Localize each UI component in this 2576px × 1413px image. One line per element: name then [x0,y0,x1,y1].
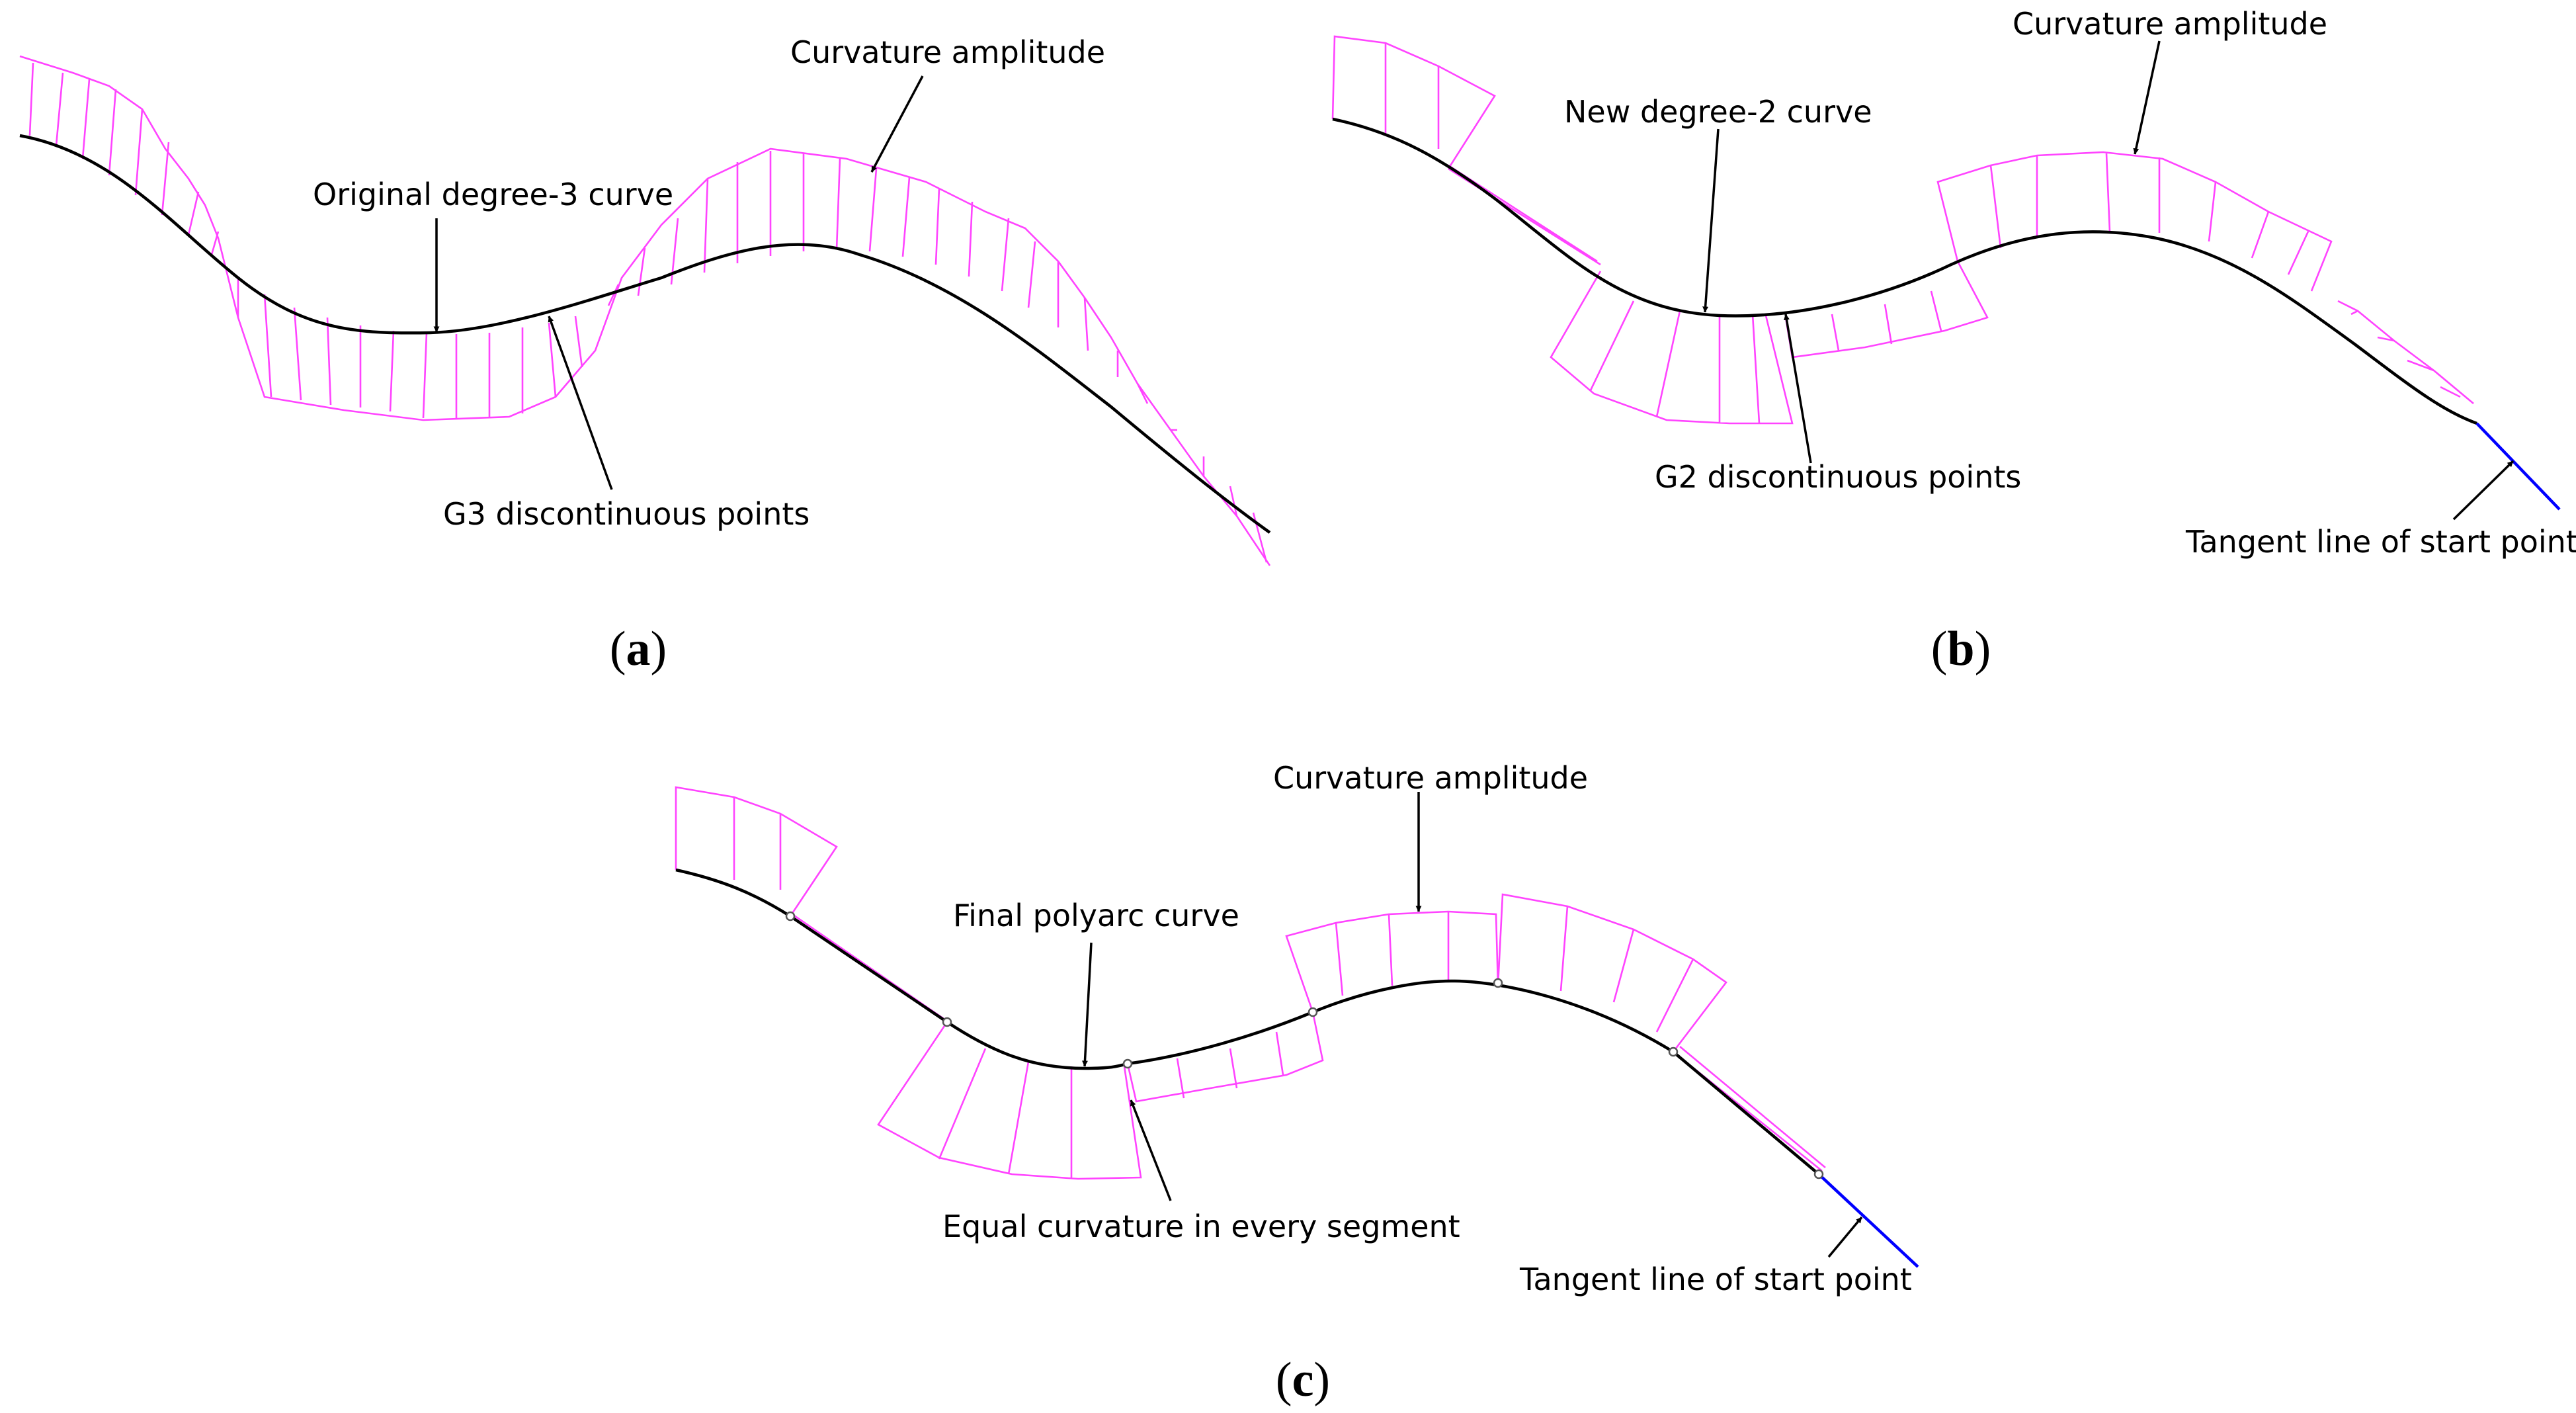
panel-c-label-equal-curvature: Equal curvature in every segment [942,1209,1460,1244]
panel-a-original-curve [19,134,1271,534]
panel-c-joint-3 [1122,1058,1133,1069]
panel-c-label-curvature-amplitude: Curvature amplitude [1273,760,1588,796]
panel-c-caption: (c) [1276,1353,1330,1407]
panel-b-arrow-tangent [2452,460,2514,521]
panel-b-new-curve [1332,117,2477,425]
panel-c-arrow-tangent [1827,1216,1863,1258]
panel-b-caption-letter: b [1947,622,1974,676]
panel-c-comb-segment-7 [1673,1046,1826,1172]
panel-c-tangent-line [1817,1173,1919,1268]
panel-a-caption-letter: a [626,622,651,676]
panel-b-arrow-new-curve [1702,128,1720,313]
panel-b-label-new-curve: New degree-2 curve [1564,94,1872,130]
panel-c-comb-segment-3 [877,1021,1142,1180]
panel-c-label-final-curve: Final polyarc curve [953,898,1239,933]
panel-b-comb-segment-1 [1331,35,1496,169]
panel-b-tangent-line [2475,422,2561,511]
panel-a-comb-envelope [19,55,1271,566]
panel-c-final-polyarc-curve [675,868,1820,1176]
panel-c-label-tangent: Tangent line of start point [1519,1262,1912,1297]
panel-c-joint-1 [785,911,796,921]
panel-b-arrow-curvature [2133,40,2161,155]
panel-b-curvature-comb [1331,35,2474,425]
panel-c-joint-2 [942,1017,952,1027]
panel-b-arrow-discontinuous [1783,314,1812,464]
panel-c-joint-5 [1493,978,1503,988]
panel-b-comb-segment-6 [2337,300,2474,404]
panel-a-curvature-comb [19,55,1271,566]
panel-b-comb-segment-5 [1936,151,2333,292]
panel-c-comb-segment-5 [1285,910,1499,1013]
panel-b: Curvature amplitude New degree-2 curve G… [1331,6,2576,676]
panel-c-comb-segment-4 [1126,1011,1324,1103]
panel-c: Curvature amplitude Final polyarc curve … [675,760,1919,1407]
panel-a-caption: (a) [610,622,667,676]
panel-c-joint-7 [1813,1169,1824,1179]
panel-c-comb-segment-6 [1497,893,1727,1052]
panel-a-label-discontinuous: G3 discontinuous points [443,496,810,532]
panel-b-comb-segment-4 [1784,261,1989,359]
panel-c-caption-letter: c [1292,1353,1314,1407]
panel-a-label-curvature-amplitude: Curvature amplitude [790,34,1105,70]
panel-c-segment-joints [785,911,1824,1179]
panel-b-label-tangent: Tangent line of start point [2185,524,2576,560]
panel-c-comb-segment-1 [675,786,838,917]
panel-c-joint-4 [1308,1007,1318,1017]
panel-b-label-discontinuous: G2 discontinuous points [1655,459,2021,495]
panel-a-arrow-curvature [870,75,924,173]
panel-a-comb-teeth [28,62,1268,563]
panel-c-joint-6 [1668,1047,1679,1057]
panel-a-label-original-curve: Original degree-3 curve [313,177,673,212]
panel-b-label-curvature-amplitude: Curvature amplitude [2013,6,2327,42]
panel-c-curvature-comb [675,786,1826,1180]
panel-b-caption: (b) [1931,622,1991,676]
panel-a: Curvature amplitude Original degree-3 cu… [19,34,1271,676]
panel-b-comb-segment-3 [1550,271,1794,425]
panel-c-arrow-final-curve [1081,942,1093,1067]
panel-c-arrow-equal-curvature [1130,1099,1172,1201]
panel-a-arrow-discontinuous [548,316,613,490]
